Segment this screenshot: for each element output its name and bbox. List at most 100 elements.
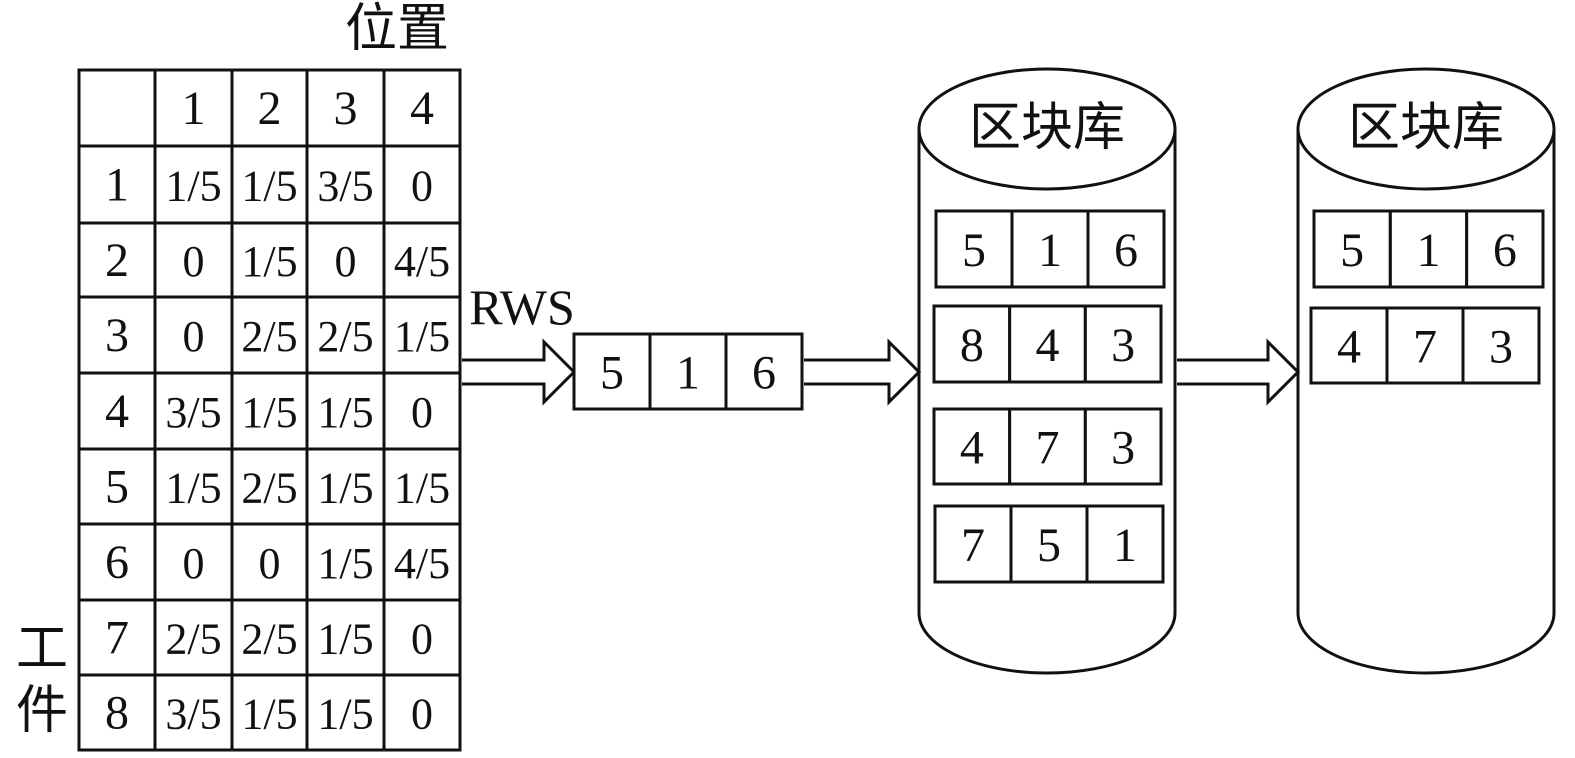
block-cell bbox=[1010, 209, 1090, 289]
column-header: 3 bbox=[334, 82, 358, 135]
arrow-block-to-library-1 bbox=[804, 338, 922, 406]
row-header: 3 bbox=[105, 309, 129, 362]
row-header: 5 bbox=[105, 461, 129, 514]
column-header: 1 bbox=[182, 82, 206, 135]
block-library-2-cylinder bbox=[1296, 129, 1556, 675]
position-label: 位置 bbox=[345, 0, 449, 59]
block-cell bbox=[572, 332, 652, 411]
block-cell-value: 3 bbox=[1111, 319, 1135, 372]
matrix-cell: 0 bbox=[411, 690, 433, 739]
matrix-cell: 1/5 bbox=[241, 162, 297, 211]
column-header: 4 bbox=[410, 82, 434, 135]
block-cell bbox=[1008, 304, 1087, 384]
block-library-2-title: 区块库 bbox=[1348, 98, 1504, 158]
row-header: 4 bbox=[105, 385, 129, 438]
matrix-cell: 0 bbox=[335, 237, 357, 286]
block-cell-value: 8 bbox=[960, 319, 984, 372]
block-cell-value: 6 bbox=[1493, 224, 1517, 277]
block-cell bbox=[1465, 209, 1545, 289]
matrix-cell: 1/5 bbox=[317, 388, 373, 437]
block-cell-value: 6 bbox=[752, 347, 776, 400]
block-library-1-cylinder bbox=[917, 129, 1177, 675]
matrix-cell: 1/5 bbox=[317, 464, 373, 513]
block-cell-value: 4 bbox=[960, 422, 984, 475]
block-cell-value: 5 bbox=[600, 347, 624, 400]
column-header: 2 bbox=[258, 82, 282, 135]
block-cell-value: 7 bbox=[1413, 321, 1437, 374]
block-cell bbox=[934, 209, 1014, 289]
matrix-cell: 3/5 bbox=[317, 162, 373, 211]
block-cell-value: 1 bbox=[1113, 519, 1137, 572]
matrix-cell: 4/5 bbox=[394, 237, 450, 286]
block-cell bbox=[648, 332, 728, 411]
block-cell bbox=[1461, 306, 1541, 385]
row-header: 1 bbox=[105, 159, 129, 212]
block-cell-value: 7 bbox=[1036, 422, 1060, 475]
matrix-cell: 2/5 bbox=[241, 615, 297, 664]
block-cell-value: 5 bbox=[1037, 519, 1061, 572]
matrix-cell: 0 bbox=[183, 539, 205, 588]
matrix-cell: 1/5 bbox=[241, 690, 297, 739]
row-header: 7 bbox=[105, 612, 129, 665]
block-cell-value: 1 bbox=[1417, 224, 1441, 277]
matrix-cell: 1/5 bbox=[394, 312, 450, 361]
arrow-library-1-to-library-2 bbox=[1177, 338, 1301, 406]
matrix-cell: 2/5 bbox=[241, 464, 297, 513]
matrix-cell: 1/5 bbox=[241, 388, 297, 437]
block-cell-value: 3 bbox=[1111, 422, 1135, 475]
block-cell-value: 6 bbox=[1114, 224, 1138, 277]
block-cell-value: 4 bbox=[1337, 321, 1361, 374]
arrow-matrix-to-block bbox=[462, 338, 577, 406]
matrix-cell: 1/5 bbox=[317, 539, 373, 588]
block-cell bbox=[1009, 504, 1089, 584]
matrix-border bbox=[77, 68, 462, 752]
matrix-cell: 1/5 bbox=[165, 162, 221, 211]
workpiece-label-2: 件 bbox=[16, 681, 68, 741]
workpiece-label-1: 工 bbox=[16, 619, 68, 679]
block-cell bbox=[1309, 306, 1389, 385]
matrix-cell: 3/5 bbox=[165, 690, 221, 739]
block-cell bbox=[1086, 209, 1166, 289]
block-cell bbox=[1083, 407, 1163, 486]
block-cell-value: 1 bbox=[1038, 224, 1062, 277]
block-cell bbox=[1085, 504, 1165, 584]
matrix-cell: 1/5 bbox=[317, 690, 373, 739]
block-cell-value: 4 bbox=[1036, 319, 1060, 372]
block-cell bbox=[932, 304, 1012, 384]
block-cell-value: 3 bbox=[1489, 321, 1513, 374]
row-header: 2 bbox=[105, 234, 129, 287]
matrix-cell: 0 bbox=[411, 388, 433, 437]
block-library-1-top bbox=[917, 67, 1177, 191]
block-library-1-title: 区块库 bbox=[969, 98, 1125, 158]
matrix-cell: 3/5 bbox=[165, 388, 221, 437]
block-cell bbox=[933, 504, 1013, 584]
matrix-cell: 2/5 bbox=[165, 615, 221, 664]
block-cell-value: 1 bbox=[676, 347, 700, 400]
block-cell bbox=[1385, 306, 1465, 385]
row-header: 8 bbox=[105, 687, 129, 740]
matrix-cell: 0 bbox=[259, 539, 281, 588]
matrix-cell: 2/5 bbox=[317, 312, 373, 361]
matrix-cell: 2/5 bbox=[241, 312, 297, 361]
matrix-cell: 1/5 bbox=[165, 464, 221, 513]
matrix-cell: 0 bbox=[183, 237, 205, 286]
block-cell bbox=[1312, 209, 1392, 289]
block-library-2-top bbox=[1296, 67, 1556, 191]
matrix-cell: 1/5 bbox=[317, 615, 373, 664]
matrix-cell: 1/5 bbox=[394, 464, 450, 513]
block-cell bbox=[1083, 304, 1163, 384]
block-cell-value: 5 bbox=[962, 224, 986, 277]
block-cell-value: 5 bbox=[1340, 224, 1364, 277]
matrix-cell: 1/5 bbox=[241, 237, 297, 286]
